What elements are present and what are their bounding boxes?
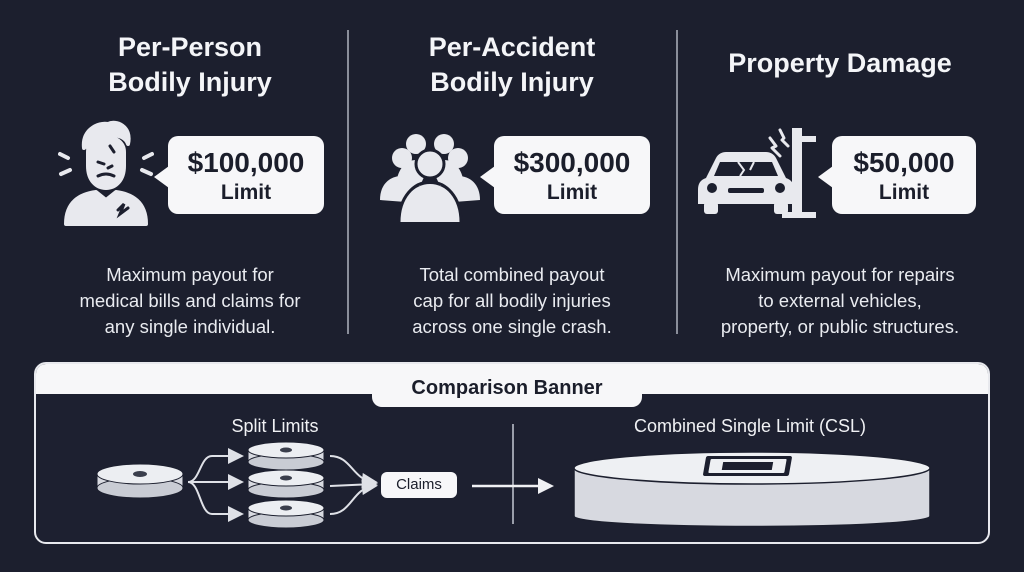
property-damage-desc-line: Maximum payout for repairs — [725, 264, 955, 285]
limit-disc-icon — [247, 441, 325, 471]
banner-divider — [512, 424, 514, 524]
csl-disc-icon — [573, 451, 931, 528]
injured-person-icon — [58, 120, 154, 226]
per-person-desc-line: medical bills and claims for — [79, 290, 301, 311]
per-accident-desc-line: Total combined payout — [419, 264, 605, 285]
property-damage-description: Maximum payout for repairs to external v… — [690, 262, 990, 340]
source-disc-icon — [96, 463, 184, 499]
property-damage-title: Property Damage — [728, 48, 952, 78]
per-person-limit-bubble: $100,000 Limit — [154, 136, 324, 214]
per-person-title: Per-Person Bodily Injury — [40, 30, 340, 100]
split-limits-title: Split Limits — [231, 416, 319, 436]
per-person-limit-label: Limit — [220, 181, 272, 204]
property-damage-limit-label: Limit — [878, 181, 930, 204]
per-person-description: Maximum payout for medical bills and cla… — [40, 262, 340, 340]
per-person-amount: $100,000 — [187, 147, 305, 178]
property-damage-limit-bubble: $50,000 Limit — [818, 136, 976, 214]
property-damage-desc-line: to external vehicles, — [758, 290, 922, 311]
per-accident-limit-label: Limit — [546, 181, 598, 204]
crashed-car-icon — [698, 128, 816, 218]
per-accident-description: Total combined payout cap for all bodily… — [362, 262, 662, 340]
property-damage-amount: $50,000 — [853, 147, 955, 178]
per-accident-desc-line: cap for all bodily injuries — [413, 290, 611, 311]
per-person-title-line2: Bodily Injury — [108, 67, 272, 97]
group-people-icon — [380, 134, 480, 223]
claims-label: Claims — [381, 472, 457, 498]
banner-label: Comparison Banner — [372, 369, 642, 407]
per-accident-title-line1: Per-Accident — [428, 32, 596, 62]
per-accident-title-line2: Bodily Injury — [430, 67, 594, 97]
per-person-desc-line: Maximum payout for — [106, 264, 274, 285]
limit-disc-icon — [247, 469, 325, 499]
property-damage-desc-line: property, or public structures. — [720, 316, 960, 337]
per-accident-desc-line: across one single crash. — [412, 316, 612, 337]
per-accident-amount: $300,000 — [513, 147, 631, 178]
column-divider — [676, 30, 678, 334]
per-person-desc-line: any single individual. — [104, 316, 276, 337]
split-limits-diagram — [96, 441, 378, 529]
column-divider — [347, 30, 349, 334]
per-person-title-line1: Per-Person — [117, 32, 263, 62]
csl-title: Combined Single Limit (CSL) — [633, 416, 867, 436]
arrow-right-icon — [472, 478, 554, 494]
money-bill-icon — [703, 456, 792, 476]
limit-disc-icon — [247, 499, 325, 529]
per-accident-title: Per-Accident Bodily Injury — [362, 30, 662, 100]
per-accident-limit-bubble: $300,000 Limit — [480, 136, 650, 214]
